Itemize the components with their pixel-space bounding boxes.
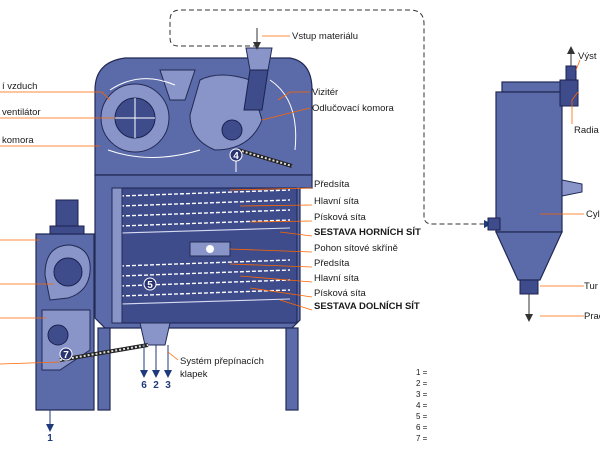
cyclone-turnstile [519,279,539,295]
label-hlavni2: Hlavní síta [314,273,360,284]
legend-item: 2 = [416,379,428,388]
legend-item: 7 = [416,434,428,443]
separation-chamber [189,74,263,151]
label-piskova1: Písková síta [314,212,366,223]
badge-4-text: 4 [233,151,239,162]
legend-item: 5 = [416,412,428,421]
label-viziter: Vizitér [312,87,338,98]
label-vyst: Výst [578,51,597,62]
leader-radia [571,91,579,124]
cyclone-outlet-arrow [525,314,533,322]
flap-system [139,322,171,346]
left-screw-thread [59,344,149,361]
upper-sieve-set [119,189,291,234]
radial-fan [559,79,579,107]
label-system-1: Systém přepínacích [180,356,264,367]
cabinet-leg-right [285,327,299,411]
outlet-1-number: 1 [47,433,53,444]
inlet-chute [243,69,269,111]
leader-viziter [277,91,310,101]
label-tur: Tur [584,281,598,292]
screw-conveyor-thread [237,149,293,167]
material-inlet-hopper [245,47,273,71]
leader-piskova2 [249,287,313,298]
badge-7 [59,347,73,361]
label-komora: komora [2,135,34,146]
cyclone-inlet [487,217,501,231]
left-fan-rotor [53,257,83,287]
label-odlucovaci: Odlučovací komora [312,103,395,114]
label-dolni: SESTAVA DOLNÍCH SÍT [314,301,420,312]
legend-item: 4 = [416,401,428,410]
cyclone-side-outlet [561,179,583,197]
leader-piskova1 [249,220,313,223]
label-pohon: Pohon sítové skříně [314,243,398,254]
cyclone-cone [495,231,563,281]
outlet-1-arrow [46,424,54,432]
aspirator-flow-1 [109,78,176,91]
outlet-3-number: 3 [165,380,171,391]
aspirator-flow-2 [107,149,201,158]
badge-4 [229,148,243,162]
legend: 1 = 2 = 3 = 4 = 5 = 6 = 7 = [416,368,428,443]
label-system-2: klapek [180,369,208,380]
leader-vyst [575,59,581,71]
separation-rotor [221,119,243,141]
legend-item: 3 = [416,390,428,399]
cabinet-leg-left [97,327,111,411]
label-ventilator: ventilátor [2,107,41,118]
outlet-3-arrow [164,370,172,378]
leader-predsita1 [229,187,313,191]
fan-duct [159,69,196,101]
leader-left-4 [0,361,61,365]
left-motor-base [49,225,85,235]
sieve-drive-wheel [206,245,214,253]
legend-item: 6 = [416,423,428,432]
lower-sieve-set [119,259,291,305]
legend-item: 1 = [416,368,428,377]
radial-fan-outlet [565,65,577,81]
cyclone-body [495,91,563,233]
badge-7-text: 7 [63,350,69,361]
exhaust-arrow [567,46,575,54]
left-motor [55,199,79,227]
badge-5 [143,277,157,291]
label-hlavni1: Hlavní síta [314,196,360,207]
inlet-arrow [253,42,261,50]
aspirator-flow-3 [269,79,297,151]
badge-5-text: 5 [147,280,153,291]
cyclone-top-cap [501,81,563,93]
material-transport-line [169,9,484,225]
sieve-side-channel [111,187,123,324]
label-cyl: Cyl [586,209,600,220]
leader-odlucovaci [261,107,311,121]
leader-horni [279,231,313,237]
left-lower-rotor [47,324,69,346]
leader-predsita2 [229,263,313,268]
label-vzduch: í vzduch [2,81,37,92]
outlet-2-number: 2 [153,380,159,391]
leader-dolni [279,299,313,311]
label-vstup: Vstup materiálu [292,31,358,42]
leader-hlavni2 [239,275,313,283]
leader-system [167,351,179,361]
outlet-2-arrow [152,370,160,378]
label-predsita2: Předsíta [314,258,350,269]
label-predsita1: Předsíta [314,179,350,190]
label-prac: Prac [584,311,600,322]
label-radia: Radia [574,125,600,136]
label-horni: SESTAVA HORNÍCH SÍT [314,227,421,238]
outlet-6-arrow [140,370,148,378]
leader-pohon [229,248,313,253]
leader-vzduch [0,91,111,101]
leader-hlavni1 [239,204,313,207]
outlet-6-number: 6 [141,380,147,391]
label-piskova2: Písková síta [314,288,366,299]
